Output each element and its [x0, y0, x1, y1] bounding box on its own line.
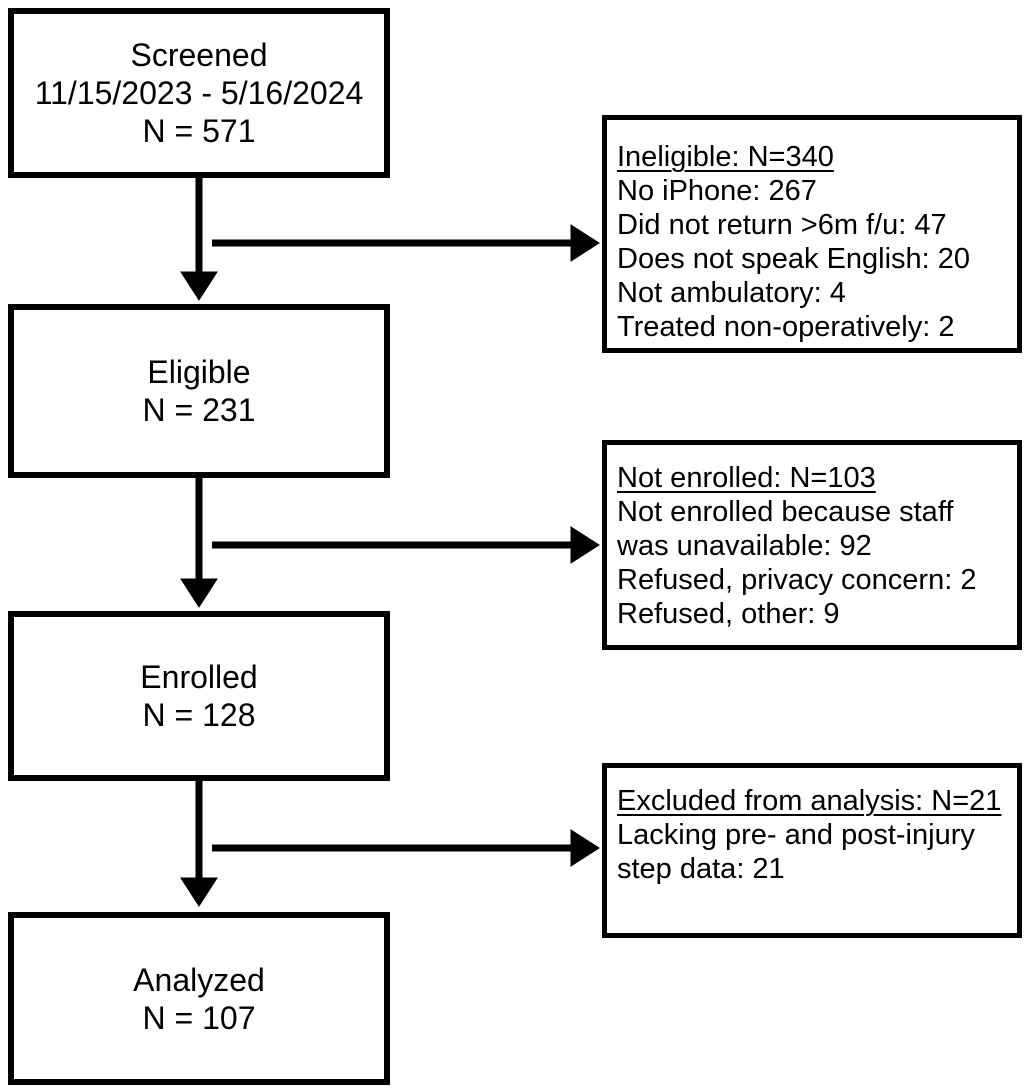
box-ineligible: Ineligible: N=340 No iPhone: 267 Did not…: [602, 115, 1022, 353]
box-enrolled: Enrolled N = 128: [8, 611, 390, 781]
box-excluded-item: Lacking pre- and post-injury step data: …: [617, 819, 975, 885]
box-not-enrolled-item: Refused, privacy concern: 2: [617, 564, 977, 596]
arrow-to-excluded-icon: [212, 829, 600, 867]
box-screened-date-range: 11/15/2023 - 5/16/2024: [34, 75, 364, 111]
box-enrolled-count: N = 128: [142, 697, 256, 733]
box-ineligible-item: Does not speak English: 20: [617, 243, 971, 275]
arrow-to-ineligible-icon: [212, 224, 600, 262]
box-not-enrolled-item: Not enrolled because staff was unavailab…: [617, 496, 954, 562]
box-not-enrolled-title: Not enrolled: N=103: [617, 462, 876, 494]
box-ineligible-item: No iPhone: 267: [617, 175, 817, 207]
box-eligible-count: N = 231: [142, 392, 256, 428]
box-ineligible-item: Did not return >6m f/u: 47: [617, 209, 947, 241]
box-analyzed-count: N = 107: [142, 999, 256, 1036]
box-excluded-title: Excluded from analysis: N=21: [617, 785, 1002, 817]
box-analyzed-title: Analyzed: [133, 961, 265, 998]
box-ineligible-item: Not ambulatory: 4: [617, 277, 846, 309]
box-screened-title: Screened: [130, 37, 268, 73]
arrow-screened-to-eligible-icon: [180, 178, 218, 301]
arrow-to-not-enrolled-icon: [212, 526, 600, 564]
box-screened: Screened 11/15/2023 - 5/16/2024 N = 571: [8, 8, 390, 178]
box-screened-count: N = 571: [142, 113, 256, 149]
box-excluded-from-analysis: Excluded from analysis: N=21 Lacking pre…: [602, 763, 1022, 938]
box-ineligible-title: Ineligible: N=340: [617, 141, 834, 173]
box-eligible-title: Eligible: [147, 354, 251, 390]
box-not-enrolled-item: Refused, other: 9: [617, 598, 840, 630]
box-analyzed: Analyzed N = 107: [8, 912, 390, 1085]
box-enrolled-title: Enrolled: [140, 659, 258, 695]
box-not-enrolled: Not enrolled: N=103 Not enrolled because…: [602, 440, 1022, 650]
arrow-enrolled-to-analyzed-icon: [180, 781, 218, 907]
box-ineligible-item: Treated non-operatively: 2: [617, 311, 955, 343]
arrow-eligible-to-enrolled-icon: [180, 478, 218, 608]
box-eligible: Eligible N = 231: [8, 304, 390, 478]
